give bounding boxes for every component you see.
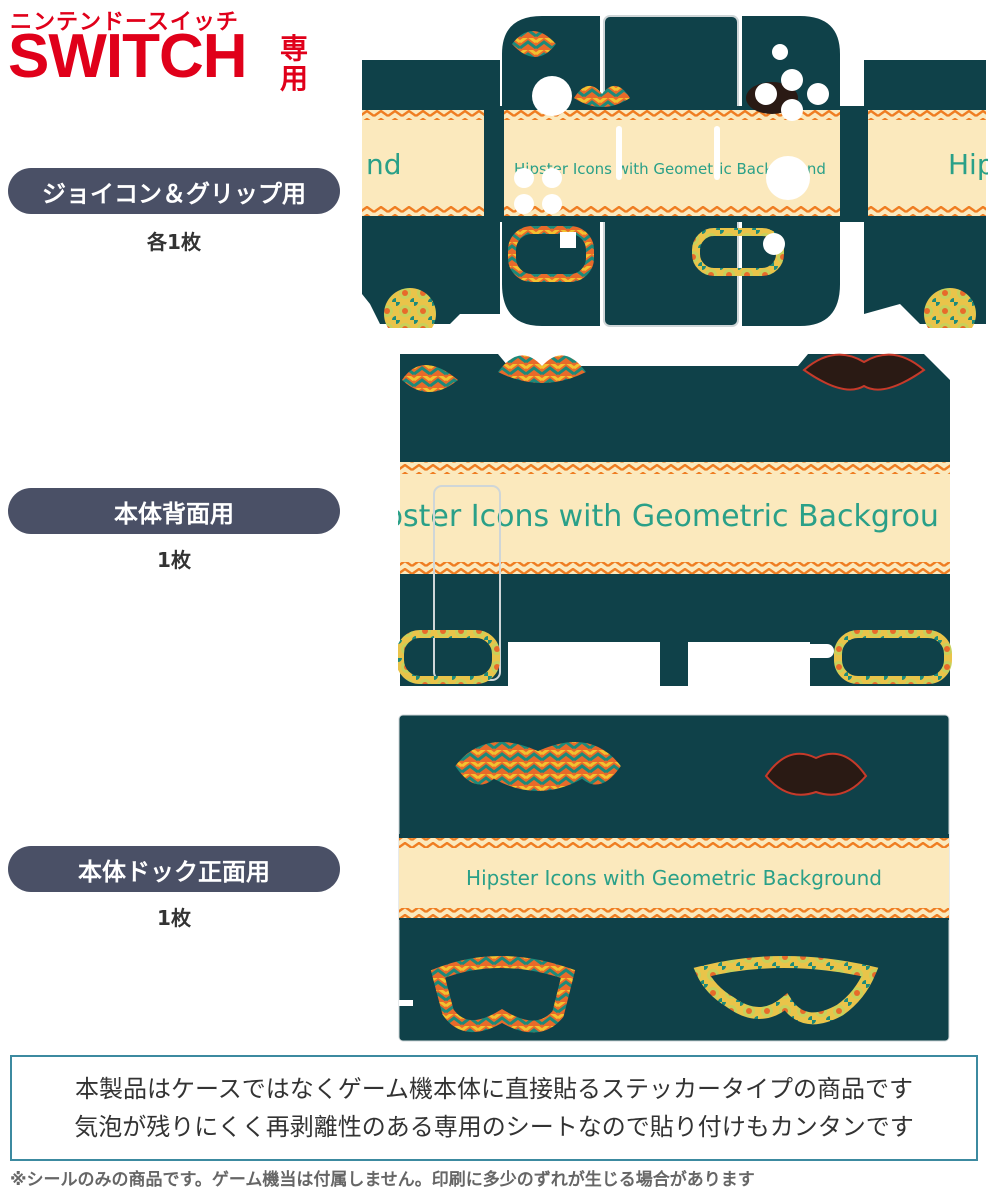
banner-text-grip-left: nd xyxy=(366,148,402,181)
notice-box: 本製品はケースではなくゲーム機本体に直接貼るステッカータイプの商品です 気泡が残… xyxy=(10,1055,978,1161)
dock-front-skin: Hipster Icons with Geometric Background xyxy=(398,714,950,1042)
brand-subtitle: ニンテンドースイッチ xyxy=(10,10,239,35)
banner-text-grip-right: Hip xyxy=(948,148,988,181)
section-count-dock: 1枚 xyxy=(157,906,191,930)
section-count-back: 1枚 xyxy=(157,548,191,572)
section-label-dock: 本体ドック正面用 xyxy=(8,846,340,892)
notice-line-1: 本製品はケースではなくゲーム機本体に直接貼るステッカータイプの商品です xyxy=(74,1075,914,1103)
banner-text-dock: Hipster Icons with Geometric Background xyxy=(466,866,882,890)
brand-title: SWITCH xyxy=(8,22,248,91)
notice-line-2: 気泡が残りにくく再剥離性のある専用のシートなので貼り付けもカンタンです xyxy=(74,1113,914,1141)
banner-text-joycon: Hipster Icons with Geometric Background xyxy=(514,160,826,178)
section-count-joycon: 各1枚 xyxy=(147,230,201,254)
console-back-skin: pster Icons with Geometric Backgrou xyxy=(398,353,952,686)
section-label-joycon: ジョイコン＆グリップ用 xyxy=(8,168,340,214)
footnote: ※シールのみの商品です。ゲーム機当は付属しません。印刷に多少のずれが生じる場合が… xyxy=(10,1170,755,1190)
exclusive-label: 専用 xyxy=(280,32,309,95)
joycon-grip-skin: nd Hip Hipster Icons with Geometric Back… xyxy=(362,15,988,328)
banner-text-back: pster Icons with Geometric Backgrou xyxy=(398,499,939,534)
section-label-back: 本体背面用 xyxy=(8,488,340,534)
